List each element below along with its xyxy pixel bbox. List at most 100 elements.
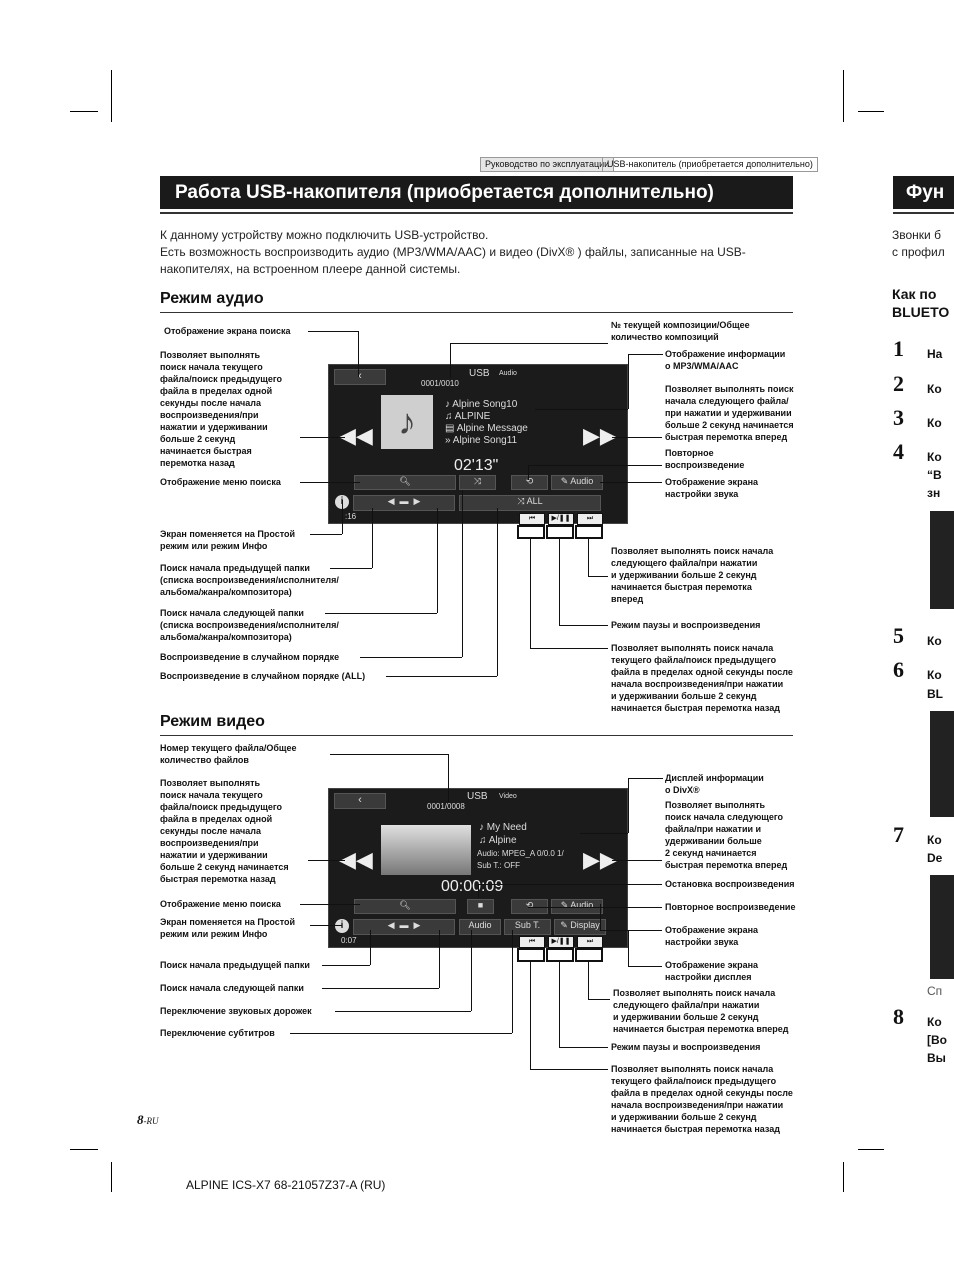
video-audio-settings-button[interactable]: ✎ Audio <box>551 899 603 914</box>
next-file-icon[interactable]: ⏭ <box>577 513 603 525</box>
label-video-next-file: Позволяет выполнять поиск начала следующ… <box>613 988 789 1034</box>
video-prev-file-button[interactable] <box>517 948 545 962</box>
play-pause-icon[interactable]: ▶/❚❚ <box>548 513 574 525</box>
next-file-button[interactable] <box>575 525 603 539</box>
step-4-num: 4 <box>893 439 904 464</box>
video-rewind-icon[interactable]: ◀◀ <box>339 847 373 872</box>
step-6-screenshot <box>930 711 954 817</box>
intro-line-3: накопителях, на встроенном плеере данной… <box>160 262 461 276</box>
label-video-sound-settings: Отображение экрана настройки звука <box>665 925 759 947</box>
label-prev-folder: Поиск начала предыдущей папки (списка во… <box>160 563 339 597</box>
label-repeat: Повторное воспроизведение <box>665 448 745 470</box>
video-folder-nav: ◀ ▬ ▶ <box>353 919 455 935</box>
label-format-info: Отображение информации о MP3/WMA/AAC <box>665 349 786 371</box>
video-time: 00:00:09 <box>441 878 504 895</box>
step-6-num: 6 <box>893 657 904 682</box>
step-3-num: 3 <box>893 405 904 430</box>
intro-line-1: К данному устройству можно подключить US… <box>160 228 489 242</box>
shuffle-all-button[interactable]: ⤨ ALL <box>459 495 601 511</box>
label-sound-settings: Отображение экрана настройки звука <box>665 477 759 499</box>
play-pause-button[interactable] <box>546 525 574 539</box>
step-7-line2: De <box>927 851 943 865</box>
next-sub-2: BLUETO <box>892 304 950 320</box>
label-next-search: Позволяет выполнять поиск начала следующ… <box>665 384 794 442</box>
step-7-text: Ко <box>927 833 942 847</box>
label-next-file: Позволяет выполнять поиск начала следующ… <box>611 546 774 604</box>
stop-button[interactable]: ■ <box>467 899 494 914</box>
label-subtitles: Переключение субтитров <box>160 1028 275 1038</box>
track-2: ♫ ALPINE <box>445 411 491 422</box>
track-counter: 0001/0010 <box>421 379 459 388</box>
label-video-simple-mode: Экран поменяется на Простой режим или ре… <box>160 917 296 939</box>
audio-settings-button[interactable]: ✎ Audio <box>551 475 603 490</box>
step-2-text: Ко <box>927 382 942 396</box>
step-5-text: Ко <box>927 634 942 648</box>
prev-file-icon[interactable]: ⏮ <box>519 513 545 525</box>
label-audio-track: Переключение звуковых дорожек <box>160 1006 312 1016</box>
album-art: ♪ <box>381 395 433 449</box>
video-play-pause-button[interactable] <box>546 948 574 962</box>
label-video-pause-play: Режим паузы и воспроизведения <box>611 1042 761 1052</box>
video-elapsed: 0:07 <box>341 936 357 945</box>
rewind-icon[interactable]: ◀◀ <box>339 423 373 448</box>
video-fast-forward-icon[interactable]: ▶▶ <box>583 847 617 872</box>
label-next-folder: Поиск начала следующей папки (списка вос… <box>160 608 339 642</box>
next-page-title: Фун <box>906 182 945 203</box>
video-artist: ♫ Alpine <box>479 835 517 846</box>
shuffle-button[interactable]: ⤨ <box>459 475 496 490</box>
subtitle-button[interactable]: Sub T. <box>504 919 551 935</box>
label-video-next-search: Позволяет выполнять поиск начала следующ… <box>665 800 788 870</box>
label-search-menu: Отображение меню поиска <box>160 477 281 487</box>
video-next-file-icon[interactable]: ⏭ <box>577 936 603 948</box>
audio-heading: Режим аудио <box>160 290 264 307</box>
video-play-pause-icon[interactable]: ▶/❚❚ <box>548 936 574 948</box>
search-button[interactable]: 🔍︎ <box>354 475 456 490</box>
page-number: 8-RU <box>137 1112 159 1127</box>
elapsed-time: :16 <box>345 512 357 521</box>
note-text: Сп <box>927 984 943 998</box>
label-stop: Остановка воспроизведения <box>665 879 795 889</box>
label-file-no: Номер текущего файла/Общее количество фа… <box>160 743 297 765</box>
step-6-line2: BL <box>927 687 943 701</box>
next-text-1: Звонки б <box>892 228 941 242</box>
video-mode: Video <box>499 793 517 800</box>
label-display-settings: Отображение экрана настройки дисплея <box>665 960 759 982</box>
video-prev-file-icon[interactable]: ⏮ <box>519 936 545 948</box>
step-7-num: 7 <box>893 822 904 847</box>
display-settings-button[interactable]: ✎ Display <box>554 919 606 935</box>
repeat-button[interactable]: ⟲ <box>511 475 548 490</box>
video-next-file-button[interactable] <box>575 948 603 962</box>
step-4-screenshot <box>930 511 954 609</box>
audio-mode: Audio <box>499 370 517 377</box>
back-button[interactable]: ‹ <box>334 369 386 385</box>
label-prev-file: Позволяет выполнять поиск начала текущег… <box>611 643 793 713</box>
sub-info: Sub T.: OFF <box>477 861 520 870</box>
prev-file-button[interactable] <box>517 525 545 539</box>
step-8-text: Ко <box>927 1015 942 1029</box>
doc-id: ALPINE ICS-X7 68-21057Z37-A (RU) <box>186 1178 386 1192</box>
video-heading: Режим видео <box>160 713 265 730</box>
file-counter: 0001/0008 <box>427 802 465 811</box>
step-1-num: 1 <box>893 336 904 361</box>
next-text-2: с профил <box>892 245 945 259</box>
audio-source: USB <box>469 368 490 379</box>
next-sub-1: Как по <box>892 286 937 302</box>
track-1: ♪ Alpine Song10 <box>445 399 518 410</box>
video-search-button[interactable]: 🔍︎ <box>354 899 456 914</box>
label-divx-info: Дисплей информации о DivX® <box>665 773 764 795</box>
step-2-num: 2 <box>893 371 904 396</box>
audio-rule <box>160 312 793 313</box>
next-page-titlebar <box>893 176 954 209</box>
step-3-text: Ко <box>927 416 942 430</box>
title-underline <box>160 212 793 214</box>
page-title: Работа USB-накопителя (приобретается доп… <box>175 182 714 203</box>
video-repeat-button[interactable]: ⟲ <box>511 899 548 914</box>
video-back-button[interactable]: ‹ <box>334 793 386 809</box>
label-simple-mode: Экран поменяется на Простой режим или ре… <box>160 529 296 551</box>
label-shuffle-all: Воспроизведение в случайном порядке (ALL… <box>160 671 366 681</box>
fast-forward-icon[interactable]: ▶▶ <box>583 423 617 448</box>
label-prev-search: Позволяет выполнять поиск начала текущег… <box>160 350 283 468</box>
video-info-icon[interactable]: i <box>335 919 349 933</box>
label-video-prev-file: Позволяет выполнять поиск начала текущег… <box>611 1064 793 1134</box>
audio-track-button[interactable]: Audio <box>459 919 501 935</box>
